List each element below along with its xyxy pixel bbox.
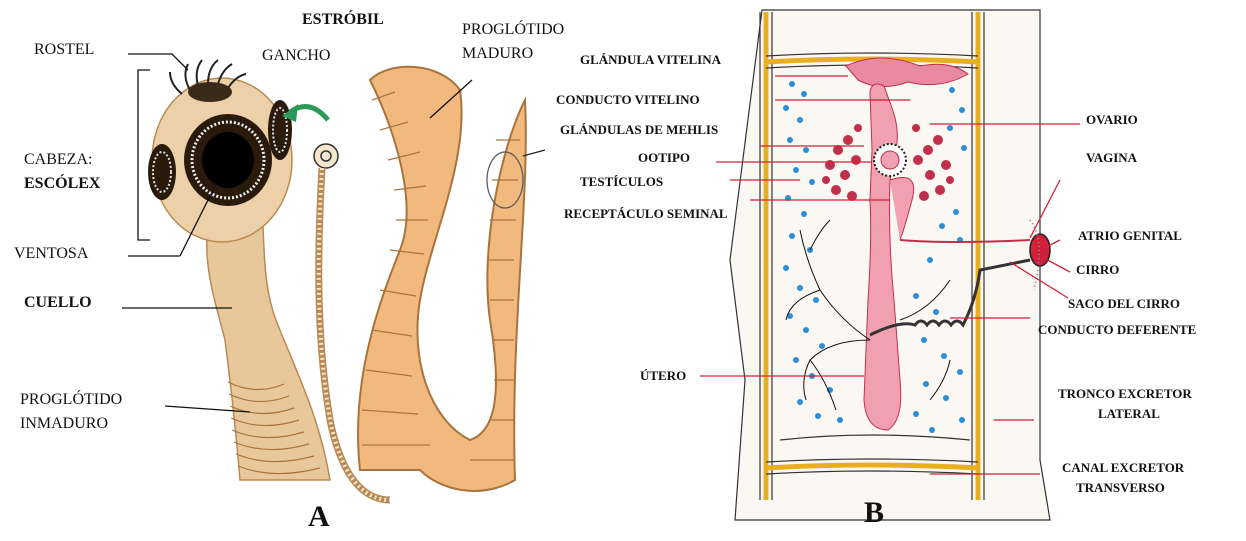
- label-vagina: VAGINA: [1086, 150, 1137, 166]
- label-glandulas-mehlis: GLÁNDULAS DE MEHLIS: [560, 122, 718, 138]
- label-glandula-vitelina: GLÁNDULA VITELINA: [580, 52, 721, 68]
- label-conducto-vitelino: CONDUCTO VITELINO: [556, 92, 700, 108]
- label-ootipo: OOTIPO: [638, 150, 690, 166]
- label-conducto-deferente: CONDUCTO DEFERENTE: [1038, 322, 1196, 338]
- label-canal-excretor-1: CANAL EXCRETOR: [1062, 460, 1184, 476]
- label-atrio-genital: ATRIO GENITAL: [1078, 228, 1182, 244]
- label-testiculos: TESTÍCULOS: [580, 174, 663, 190]
- panel-letter-b: B: [864, 496, 884, 530]
- label-saco-del-cirro: SACO DEL CIRRO: [1068, 296, 1180, 312]
- label-canal-excretor-2: TRANSVERSO: [1076, 480, 1165, 496]
- label-receptaculo-seminal: RECEPTÁCULO SEMINAL: [564, 206, 728, 222]
- label-utero: ÚTERO: [640, 368, 686, 384]
- label-tronco-excretor-1: TRONCO EXCRETOR: [1058, 386, 1192, 402]
- label-tronco-excretor-2: LATERAL: [1098, 406, 1160, 422]
- label-ovario: OVARIO: [1086, 112, 1138, 128]
- label-cirro: CIRRO: [1076, 262, 1119, 278]
